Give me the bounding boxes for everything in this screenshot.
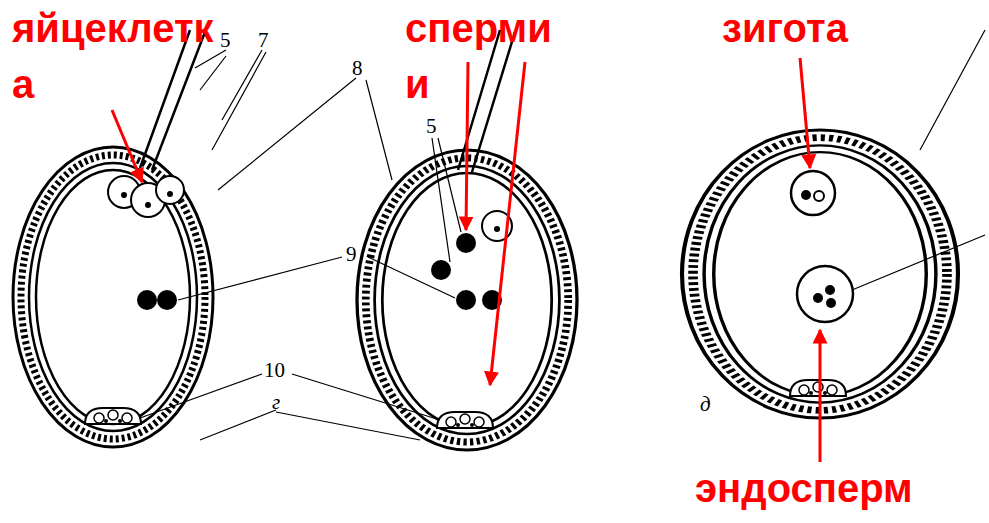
callout-number: 9 <box>346 244 357 265</box>
figure-letter: г <box>272 392 280 413</box>
nucleus <box>813 293 823 303</box>
egg-apparatus <box>108 176 184 217</box>
polar-nucleus <box>157 290 177 310</box>
callout-number: 10 <box>264 360 285 381</box>
callout-number: 5 <box>426 116 437 137</box>
antipodals <box>437 412 493 428</box>
synergid-nucleus <box>494 226 500 232</box>
figure-letter: д <box>700 394 711 415</box>
polar-nucleus <box>137 290 157 310</box>
antipodals <box>85 408 141 424</box>
red-label: яйцеклетк а <box>12 0 244 112</box>
nucleus <box>814 191 824 201</box>
callout-number: 5 <box>220 30 231 51</box>
pollen-tube <box>140 30 205 170</box>
zygote <box>791 171 835 215</box>
red-label: зигота <box>722 0 848 56</box>
leader-lines <box>140 50 461 440</box>
nucleus <box>826 298 836 308</box>
endosperm-cell <box>797 266 853 322</box>
callout-number: 8 <box>352 58 363 79</box>
nucleus <box>825 285 835 295</box>
leader-line <box>852 30 985 290</box>
antipodals <box>790 380 846 396</box>
callout-number: 7 <box>258 30 269 51</box>
red-label: сперми и <box>405 0 565 112</box>
sperm <box>456 233 476 253</box>
polar-nucleus <box>456 290 476 310</box>
sperm <box>431 260 451 280</box>
label-arrows <box>112 58 820 462</box>
red-label: эндосперм <box>695 460 913 516</box>
nucleus <box>801 190 811 200</box>
